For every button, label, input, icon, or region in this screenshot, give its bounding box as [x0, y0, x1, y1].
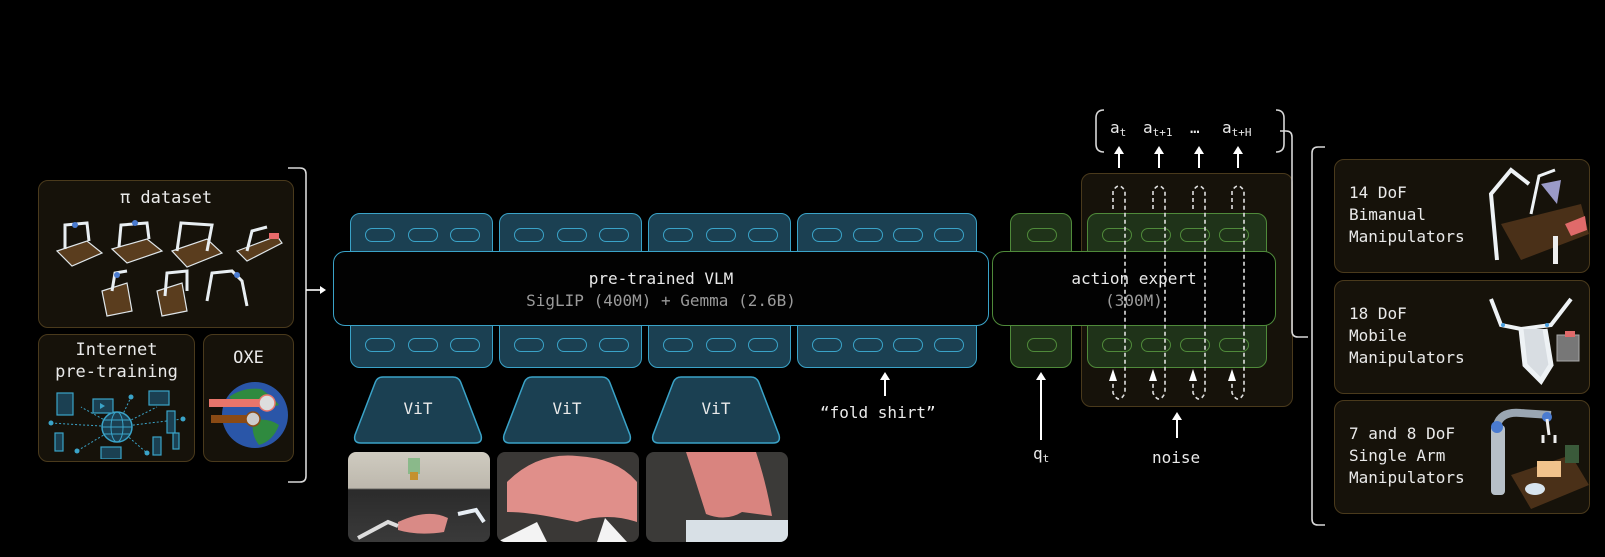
vlm-token	[514, 338, 544, 352]
mobile-robot-icon	[1489, 297, 1580, 385]
output-sub: t+1	[1152, 126, 1173, 139]
state-arrow-icon	[1036, 372, 1046, 440]
vlm-token	[748, 338, 778, 352]
robot-label: 7 and 8 DoF Single Arm Manipulators	[1349, 424, 1465, 487]
pi-dataset-title: π dataset	[119, 188, 213, 208]
internet-network-icon	[48, 390, 186, 459]
robot-card-bimanual: 14 DoF Bimanual Manipulators	[1334, 159, 1590, 273]
output-arrows	[1114, 146, 1243, 168]
output-action-h: at+H	[1222, 118, 1252, 139]
vlm-token	[450, 228, 480, 242]
vlm-token	[556, 228, 587, 242]
internet-pretraining-title-line1: Internet	[75, 340, 158, 360]
action-token	[1219, 228, 1249, 242]
vlm-token	[407, 228, 438, 242]
robot-label: 14 DoF Bimanual Manipulators	[1349, 183, 1465, 246]
robot-label: 18 DoF Mobile Manipulators	[1349, 304, 1465, 367]
output-ellipsis: …	[1190, 118, 1200, 137]
vlm-token	[365, 338, 395, 352]
vlm-token	[812, 338, 842, 352]
vlm-token	[663, 338, 693, 352]
noise-arrow-icon	[1172, 412, 1182, 438]
camera-image-1	[348, 452, 490, 542]
vlm-title: pre-trained VLM	[588, 269, 734, 288]
vlm-token	[514, 228, 544, 242]
vlm-token	[599, 228, 629, 242]
action-token	[1219, 338, 1249, 352]
pi-dataset-panel: π dataset	[38, 180, 294, 328]
vlm-token	[407, 338, 438, 352]
globe-icon	[209, 382, 288, 448]
vlm-token	[705, 338, 736, 352]
action-expert-box: action expert (300M)	[992, 251, 1276, 326]
datasets-bracket	[288, 167, 326, 483]
language-prompt: “fold shirt”	[820, 403, 936, 422]
action-expert-subtitle: (300M)	[1105, 291, 1163, 310]
oxe-panel: OXE	[203, 334, 294, 462]
state-token	[1027, 338, 1057, 352]
vit-encoder-1: ViT	[353, 375, 483, 445]
output-action-1: at	[1110, 118, 1126, 139]
action-token	[1141, 338, 1171, 352]
action-token	[1180, 228, 1210, 242]
state-input-label: qt	[1033, 444, 1049, 465]
output-base: a	[1222, 118, 1232, 137]
action-expert-title: action expert	[1071, 269, 1197, 288]
vlm-token	[893, 228, 924, 242]
vit-label: ViT	[403, 399, 433, 418]
vlm-token	[812, 228, 842, 242]
vlm-token	[365, 228, 395, 242]
embodiment-bracket	[1280, 130, 1325, 526]
output-action-2: at+1	[1143, 118, 1173, 139]
vlm-token	[663, 228, 693, 242]
internet-pretraining-panel: Internet pre-training	[38, 334, 195, 462]
state-sub: t	[1042, 452, 1050, 465]
internet-pretraining-title-line2: pre-training	[55, 362, 178, 382]
vlm-subtitle: SigLIP (400M) + Gemma (2.6B)	[526, 291, 796, 310]
robot-card-single-arm: 7 and 8 DoF Single Arm Manipulators	[1334, 400, 1590, 514]
vlm-token	[599, 338, 629, 352]
vlm-token	[705, 228, 736, 242]
vit-label: ViT	[552, 399, 582, 418]
vlm-token	[893, 338, 924, 352]
camera-image-2	[497, 452, 639, 542]
vlm-token	[852, 338, 883, 352]
bimanual-robot-icon	[1488, 167, 1589, 264]
vlm-token	[934, 338, 964, 352]
oxe-title: OXE	[233, 348, 264, 368]
state-token	[1027, 228, 1057, 242]
single-arm-robot-icon	[1491, 408, 1589, 509]
vit-label: ViT	[701, 399, 731, 418]
output-base: a	[1143, 118, 1153, 137]
action-token	[1102, 338, 1132, 352]
vit-encoder-3: ViT	[651, 375, 781, 445]
output-base: …	[1190, 118, 1200, 137]
vit-encoder-2: ViT	[502, 375, 632, 445]
action-token	[1141, 228, 1171, 242]
output-sub: t+H	[1231, 126, 1252, 139]
action-token	[1180, 338, 1210, 352]
robot-setups-icon	[55, 220, 283, 317]
state-base: q	[1033, 444, 1043, 463]
vlm-token	[934, 228, 964, 242]
action-token	[1102, 228, 1132, 242]
noise-input-label: noise	[1152, 448, 1201, 467]
robot-card-mobile: 18 DoF Mobile Manipulators	[1334, 280, 1590, 394]
output-sub: t	[1119, 126, 1127, 139]
vlm-token	[556, 338, 587, 352]
vlm-token	[450, 338, 480, 352]
output-base: a	[1110, 118, 1120, 137]
vlm-token	[852, 228, 883, 242]
camera-image-3	[646, 452, 788, 542]
vlm-token	[748, 228, 778, 242]
language-arrow-icon	[880, 372, 890, 396]
vlm-box: pre-trained VLM SigLIP (400M) + Gemma (2…	[333, 251, 989, 326]
